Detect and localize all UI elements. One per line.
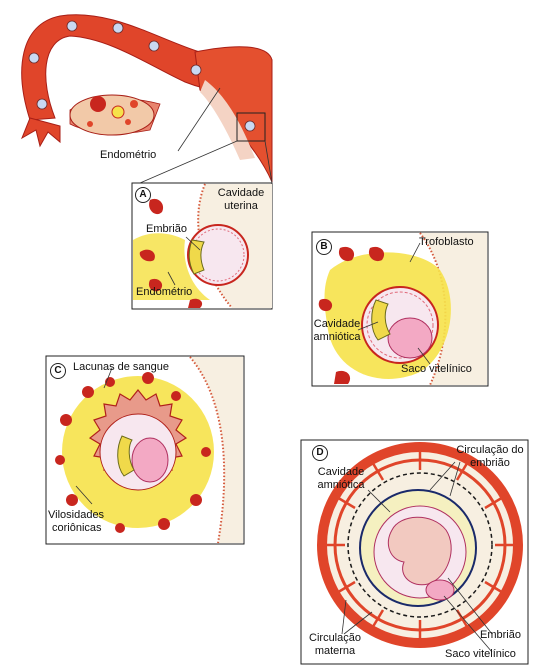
badge-b: B xyxy=(316,239,332,255)
d-amniotic-cavity-line1: Cavidade xyxy=(317,466,365,478)
a-uterine-cavity-line2: uterina xyxy=(224,200,258,212)
zoom-box xyxy=(236,112,266,142)
d-embryo-circulation-line1: Circulação do xyxy=(456,444,524,456)
panel-b xyxy=(311,231,489,387)
b-amniotic-cavity-line2: amniótica xyxy=(313,331,361,343)
d-embryo-label: Embrião xyxy=(480,629,521,641)
c-blood-lacunae-label: Lacunas de sangue xyxy=(73,361,170,373)
panel-c xyxy=(45,355,245,545)
a-endometrium-label: Endométrio xyxy=(136,286,193,298)
badge-d: D xyxy=(312,445,328,461)
ovary xyxy=(69,94,155,136)
badge-a: A xyxy=(135,187,151,203)
b-amniotic-cavity-line1: Cavidade xyxy=(313,318,361,330)
a-uterine-cavity-line1: Cavidade xyxy=(217,187,265,199)
c-chorionic-villi-line2: coriônicas xyxy=(52,522,102,534)
panel-d xyxy=(300,439,529,665)
d-maternal-circulation-line2: materna xyxy=(314,645,356,657)
embryo-disc xyxy=(188,239,205,275)
d-embryo-circulation-line2: embrião xyxy=(470,457,510,469)
b-yolk-sac-label: Saco vitelínico xyxy=(401,363,472,375)
panel-a xyxy=(131,182,273,310)
endometrium-label-top: Endométrio xyxy=(100,149,157,161)
b-trophoblast-label: Trofoblasto xyxy=(419,236,474,248)
badge-c: C xyxy=(50,363,66,379)
yolk-sac xyxy=(387,317,433,359)
uterus-tube-illustration xyxy=(21,14,273,184)
c-chorionic-villi-line1: Vilosidades xyxy=(48,509,105,521)
d-maternal-circulation-line1: Circulação xyxy=(309,632,361,644)
d-yolk-sac-label: Saco vitelínico xyxy=(445,648,516,660)
a-embryo-label: Embrião xyxy=(146,223,187,235)
embryo xyxy=(388,516,452,586)
uterine-cavity xyxy=(200,80,255,160)
fimbriae xyxy=(21,117,61,148)
d-amniotic-cavity-line2: amniótica xyxy=(317,479,365,491)
